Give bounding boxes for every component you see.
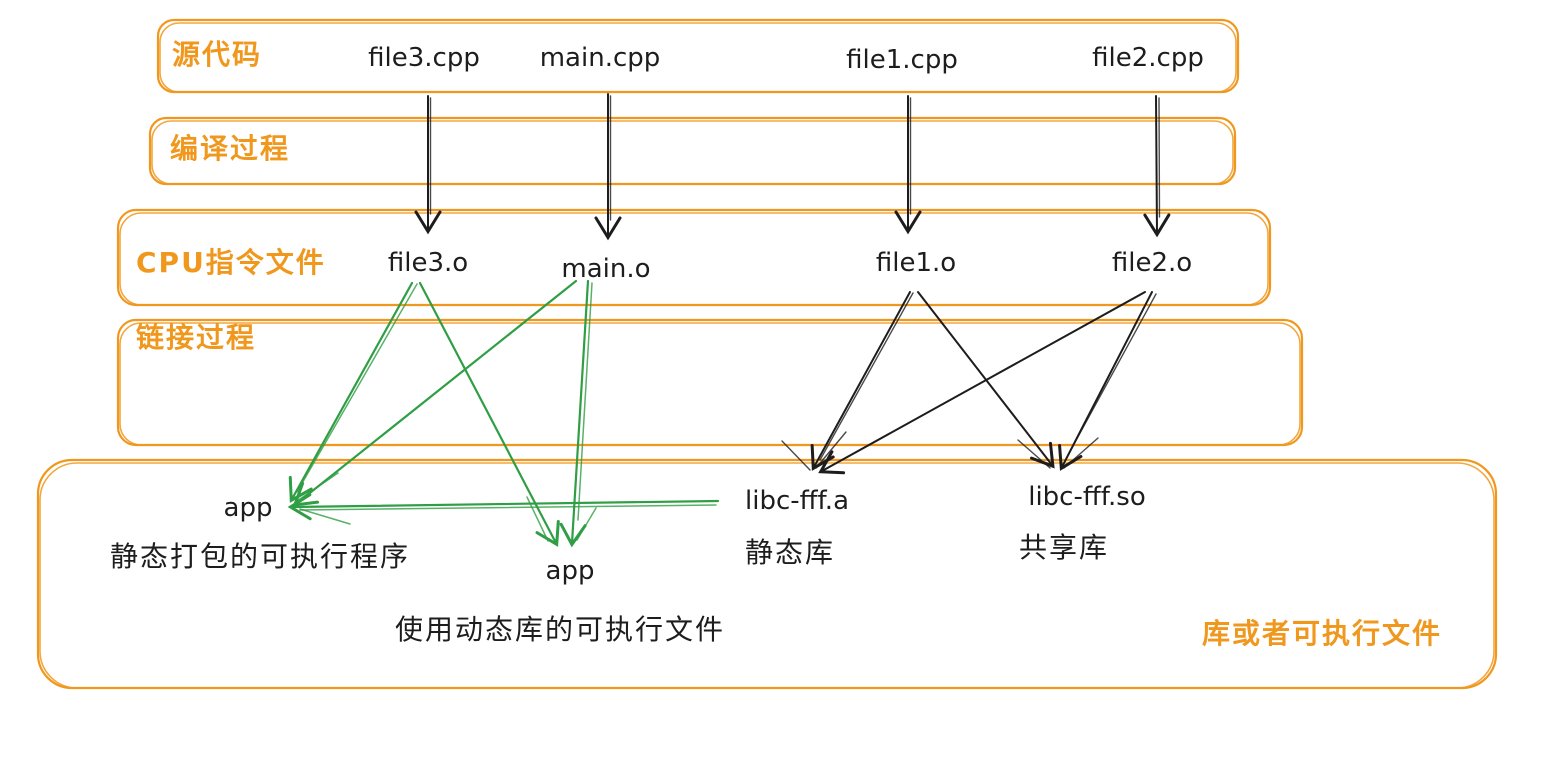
file-label-file1cpp: file1.cpp [846, 45, 958, 75]
layer-label-link: 链接过程 [136, 321, 256, 354]
layer-box-source [156, 18, 1240, 94]
arrow-file2o-to-staticlib [818, 291, 1146, 475]
compile-arrows [414, 93, 1171, 241]
file-label-file3o: file3.o [388, 248, 468, 278]
arrow-maino-to-app-dynamic [559, 279, 593, 548]
labels: 源代码 编译过程 CPU指令文件 链接过程 库或者可执行文件 file3.cpp… [110, 38, 1442, 650]
arrow-file3cpp-to-file3o [414, 95, 442, 235]
layer-box-output [36, 458, 1498, 690]
layer-label-compile: 编译过程 [170, 132, 290, 165]
output-desc-app-dynamic: 使用动态库的可执行文件 [395, 613, 725, 646]
layer-label-source: 源代码 [172, 38, 262, 71]
layer-label-output: 库或者可执行文件 [1202, 617, 1442, 650]
arrow-file1o-to-sharedlib [917, 291, 1055, 469]
output-desc-app-static: 静态打包的可执行程序 [110, 540, 410, 573]
arrow-file2o-to-sharedlib [1058, 291, 1157, 471]
layer-label-object: CPU指令文件 [136, 246, 326, 279]
file-label-file3cpp: file3.cpp [368, 43, 480, 73]
arrow-file2cpp-to-file2o [1143, 95, 1171, 238]
layer-box-object [116, 208, 1272, 307]
arrow-maino-to-app-static [292, 279, 578, 507]
output-desc-shared-library: 共享库 [1019, 531, 1109, 564]
green-fan-stroke [576, 507, 597, 541]
arrow-file3o-to-app-static [288, 281, 418, 503]
layer-box-link [116, 318, 1304, 447]
green-fan-stroke [296, 472, 339, 502]
green-fan-stroke [299, 508, 351, 525]
arrow-file1o-to-staticlib [810, 291, 914, 471]
output-label-app-dynamic: app [546, 556, 595, 586]
output-label-app-static: app [224, 493, 273, 523]
arrow-staticlib-to-app-static [287, 493, 720, 521]
link-arrows-black [781, 291, 1157, 475]
black-fan-stroke [1017, 439, 1051, 469]
arrow-file1cpp-to-file1o [894, 95, 922, 235]
output-desc-static-library: 静态库 [745, 536, 835, 569]
arrow-file3o-to-app-dynamic [418, 281, 560, 547]
arrow-maincpp-to-maino [594, 93, 622, 241]
black-fan-stroke [781, 440, 811, 471]
layer-box-compile [148, 116, 1237, 186]
file-label-file2cpp: file2.cpp [1092, 43, 1204, 73]
file-label-file1o: file1.o [876, 248, 956, 278]
link-arrows-green [287, 279, 720, 548]
output-label-static-library: libc-fff.a [745, 486, 849, 516]
black-fan-stroke [815, 431, 847, 469]
file-label-file2o: file2.o [1112, 248, 1192, 278]
black-fan-stroke [1063, 437, 1099, 469]
file-label-maincpp: main.cpp [540, 43, 661, 73]
file-label-maino: main.o [561, 254, 650, 284]
green-fan-stroke [526, 496, 549, 542]
output-label-shared-library: libc-fff.so [1028, 482, 1146, 512]
